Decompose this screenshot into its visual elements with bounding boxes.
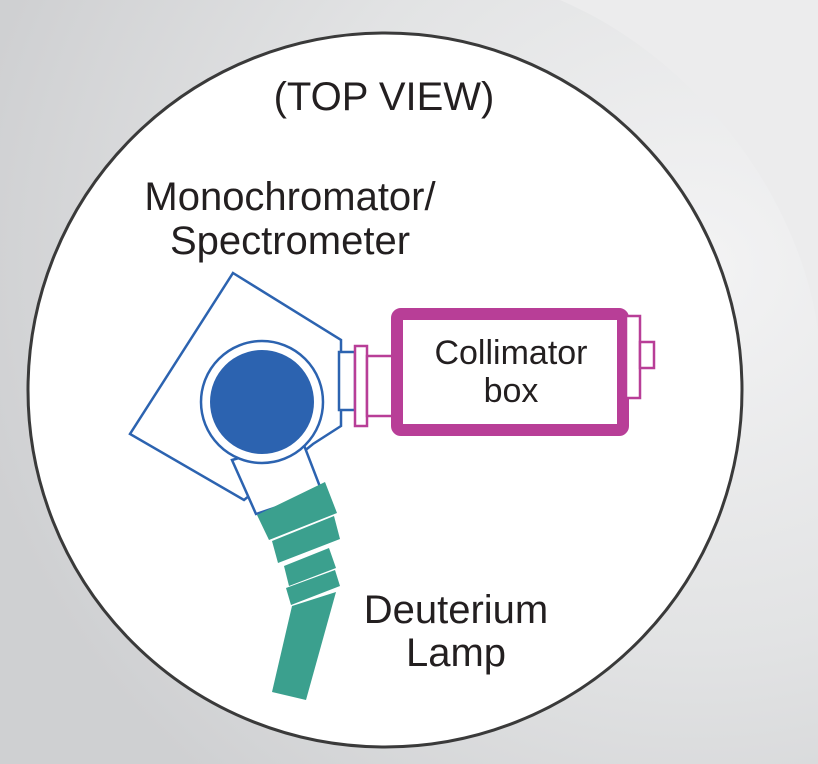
lamp-ring xyxy=(286,570,340,605)
lamp-label-line1: Deuterium xyxy=(364,588,549,632)
background-highlight xyxy=(560,0,818,330)
collimator-flange-left xyxy=(353,344,369,428)
lamp-collar-top xyxy=(257,482,337,540)
collimator-box xyxy=(391,308,629,436)
collimator-flange-right xyxy=(624,314,642,400)
collimator: Collimator box xyxy=(353,308,656,436)
monochromator-label-line2: Spectrometer xyxy=(170,219,410,263)
collimator-label-line1: Collimator xyxy=(434,334,587,372)
lamp-tube xyxy=(272,592,336,700)
collimator-coupler xyxy=(365,354,395,418)
monochromator-side-port xyxy=(337,350,357,412)
monochromator-label-line1: Monochromator/ xyxy=(144,175,436,219)
deuterium-lamp xyxy=(257,482,340,700)
lamp-collar-lower xyxy=(284,548,336,586)
grating-core xyxy=(210,350,314,454)
lamp-collar-upper xyxy=(272,516,340,563)
collimator-end-cap xyxy=(638,340,656,370)
lamp-label-line2: Lamp xyxy=(406,631,506,675)
collimator-label-line2: box xyxy=(484,372,539,410)
view-label: (TOP VIEW) xyxy=(274,75,495,119)
